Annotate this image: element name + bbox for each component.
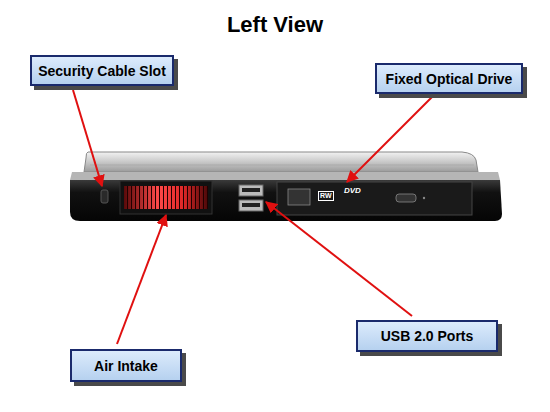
callout-box: Air Intake [70, 349, 182, 382]
drive-logo: DVD [344, 187, 361, 196]
drive-logo: RW [318, 191, 334, 201]
callout-box: Security Cable Slot [30, 55, 174, 86]
callout-label: Fixed Optical Drive [386, 71, 513, 87]
callout-box: Fixed Optical Drive [375, 63, 523, 94]
callout-label: Air Intake [94, 358, 158, 374]
callout-label: Security Cable Slot [38, 63, 166, 79]
diagram-title: Left View [0, 12, 550, 38]
callout-box: USB 2.0 Ports [356, 320, 498, 352]
callout-label: USB 2.0 Ports [381, 328, 474, 344]
